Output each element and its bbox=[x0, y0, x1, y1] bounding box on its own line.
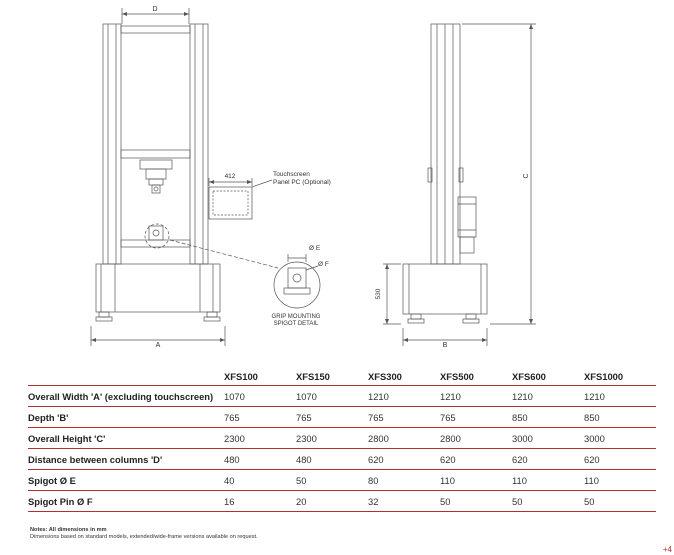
cell-value: 20 bbox=[296, 490, 368, 512]
dimension-a-label: A bbox=[156, 342, 161, 349]
cell-value: 40 bbox=[224, 469, 296, 491]
cell-value: 2300 bbox=[224, 427, 296, 449]
cell-value: 1070 bbox=[296, 385, 368, 407]
notes-line-1: Notes: All dimensions in mm bbox=[30, 527, 107, 533]
cell-value: 110 bbox=[512, 469, 584, 491]
specification-table: XFS100 XFS150 XFS300 XFS500 XFS600 XFS10… bbox=[28, 368, 656, 512]
cell-value: 850 bbox=[584, 406, 656, 428]
corner-mark: +4 bbox=[662, 545, 672, 554]
table-header-row: XFS100 XFS150 XFS300 XFS500 XFS600 XFS10… bbox=[28, 368, 656, 386]
cell-value: 1210 bbox=[584, 385, 656, 407]
column-header: XFS600 bbox=[512, 370, 546, 382]
cell-value: 620 bbox=[584, 448, 656, 470]
dimension-530-label: 530 bbox=[375, 288, 382, 299]
cell-value: 480 bbox=[224, 448, 296, 470]
cell-value: 2800 bbox=[440, 427, 512, 449]
column-header: XFS150 bbox=[296, 370, 330, 382]
machine-dimension-drawing: D A B C 530 412 Touchscreen Panel PC (Op… bbox=[90, 6, 536, 349]
cell-value: 1070 bbox=[224, 385, 296, 407]
row-label: Spigot Pin Ø F bbox=[28, 490, 224, 512]
cell-value: 80 bbox=[368, 469, 440, 491]
dimension-d-label: D bbox=[152, 6, 157, 13]
cell-value: 850 bbox=[512, 406, 584, 428]
cell-value: 50 bbox=[512, 490, 584, 512]
column-header: XFS100 bbox=[224, 370, 258, 382]
cell-value: 480 bbox=[296, 448, 368, 470]
dimension-c-label: C bbox=[523, 173, 530, 178]
cell-value: 765 bbox=[224, 406, 296, 428]
cell-value: 765 bbox=[368, 406, 440, 428]
spigot-e-label: Ø E bbox=[309, 245, 321, 252]
table-row: Overall Height 'C' 2300 2300 2800 2800 3… bbox=[28, 427, 656, 449]
column-header: XFS300 bbox=[368, 370, 402, 382]
header-empty bbox=[28, 368, 224, 386]
spigot-f-label: Ø F bbox=[318, 261, 329, 268]
dimension-412-label: 412 bbox=[225, 173, 236, 180]
table-row: Spigot Ø E 40 50 80 110 110 110 bbox=[28, 469, 656, 491]
cell-value: 1210 bbox=[440, 385, 512, 407]
touchscreen-label: Touchscreen bbox=[273, 171, 310, 178]
touchscreen-label-2: Panel PC (Optional) bbox=[273, 179, 331, 186]
notes: Notes: All dimensions in mm Dimensions b… bbox=[30, 527, 258, 541]
row-label: Depth 'B' bbox=[28, 406, 224, 428]
cell-value: 1210 bbox=[368, 385, 440, 407]
cell-value: 50 bbox=[440, 490, 512, 512]
grip-detail-label: GRIP MOUNTING bbox=[272, 314, 321, 320]
dimension-b-label: B bbox=[443, 342, 448, 349]
cell-value: 16 bbox=[224, 490, 296, 512]
notes-line-2: Dimensions based on standard models, ext… bbox=[30, 534, 258, 540]
cell-value: 50 bbox=[584, 490, 656, 512]
cell-value: 2300 bbox=[296, 427, 368, 449]
table-row: Overall Width 'A' (excluding touchscreen… bbox=[28, 385, 656, 407]
table-row: Spigot Pin Ø F 16 20 32 50 50 50 bbox=[28, 490, 656, 512]
cell-value: 3000 bbox=[584, 427, 656, 449]
table-row: Depth 'B' 765 765 765 765 850 850 bbox=[28, 406, 656, 428]
cell-value: 620 bbox=[368, 448, 440, 470]
cell-value: 765 bbox=[296, 406, 368, 428]
cell-value: 50 bbox=[296, 469, 368, 491]
cell-value: 2800 bbox=[368, 427, 440, 449]
column-header: XFS1000 bbox=[584, 370, 624, 382]
cell-value: 3000 bbox=[512, 427, 584, 449]
row-label: Overall Width 'A' (excluding touchscreen… bbox=[28, 385, 224, 407]
grip-detail-label-2: SPIGOT DETAIL bbox=[274, 321, 319, 327]
row-label: Spigot Ø E bbox=[28, 469, 224, 491]
row-label: Distance between columns 'D' bbox=[28, 448, 224, 470]
cell-value: 765 bbox=[440, 406, 512, 428]
cell-value: 110 bbox=[584, 469, 656, 491]
row-label: Overall Height 'C' bbox=[28, 427, 224, 449]
cell-value: 620 bbox=[512, 448, 584, 470]
cell-value: 110 bbox=[440, 469, 512, 491]
cell-value: 32 bbox=[368, 490, 440, 512]
cell-value: 620 bbox=[440, 448, 512, 470]
column-header: XFS500 bbox=[440, 370, 474, 382]
table-row: Distance between columns 'D' 480 480 620… bbox=[28, 448, 656, 470]
cell-value: 1210 bbox=[512, 385, 584, 407]
